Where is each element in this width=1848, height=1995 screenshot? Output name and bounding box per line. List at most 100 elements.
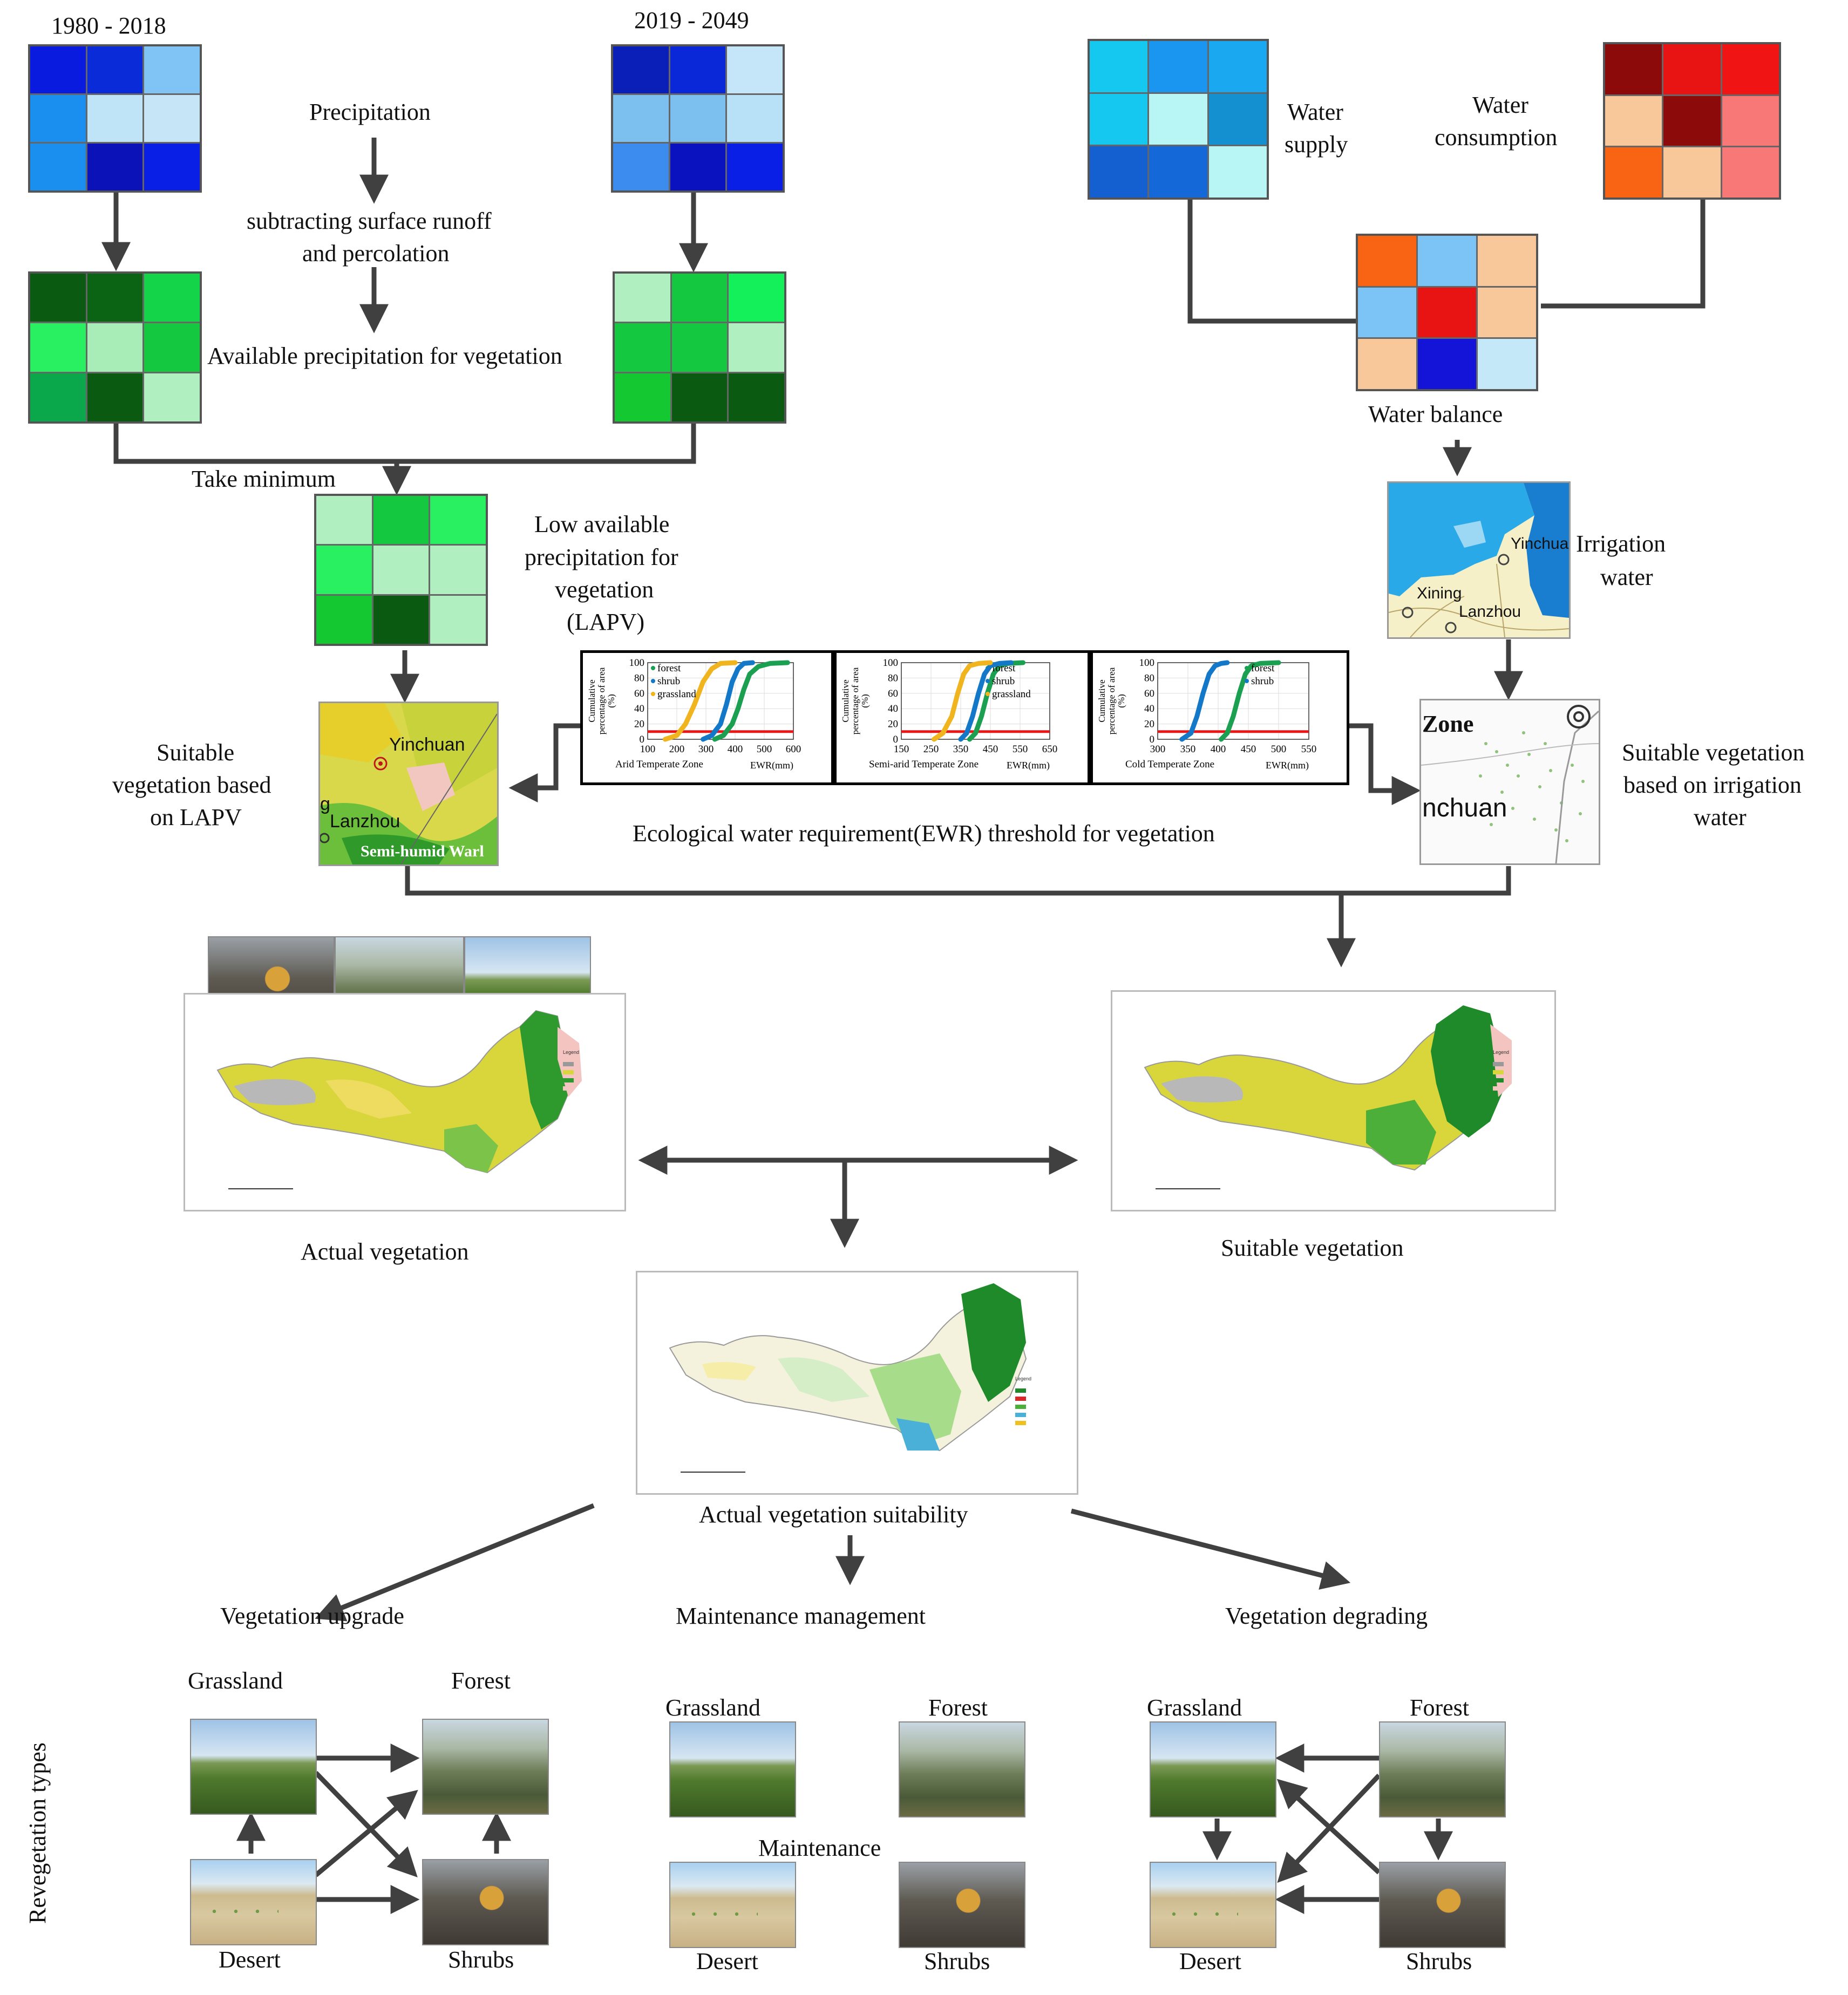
grid-cell xyxy=(87,274,143,322)
grid-cell xyxy=(1090,41,1148,92)
grid-cell xyxy=(727,46,783,93)
grid-cell xyxy=(430,496,486,544)
suitable-irr-label-1: Suitable vegetation xyxy=(1622,739,1805,766)
x-tick-label: 450 xyxy=(983,744,998,755)
lapv-map-shapes xyxy=(320,703,497,864)
y-axis-label: (%) xyxy=(606,694,616,707)
grid-cell xyxy=(1149,93,1207,145)
grid-cell xyxy=(144,144,200,190)
y-tick-label: 80 xyxy=(888,672,898,684)
maint-desert-label: Desert xyxy=(696,1948,758,1974)
grid-cell xyxy=(430,595,486,644)
revegetation-types-label: Revegetation types xyxy=(24,1742,51,1924)
legend-label-grassland: grassland xyxy=(657,689,696,700)
available-precip-label: Available precipitation for vegetation xyxy=(207,343,562,369)
x-tick-label: 550 xyxy=(1301,744,1317,755)
x-tick-label: 400 xyxy=(728,744,743,755)
grid-cell xyxy=(373,595,429,644)
percolation-label: and percolation xyxy=(302,240,450,267)
suitable-irr-label-2: based on irrigation xyxy=(1623,772,1802,798)
suitable-vegetation-label: Suitable vegetation xyxy=(1221,1235,1404,1261)
y-axis-label: percentage of area xyxy=(850,667,860,734)
grid-cell xyxy=(30,144,86,190)
series-line-shrub xyxy=(701,660,755,742)
grid-cell xyxy=(373,496,429,544)
lapv-label-2: precipitation for xyxy=(525,544,678,570)
y-tick-label: 0 xyxy=(640,734,645,745)
series-line-forest xyxy=(1219,660,1281,742)
grid-cell xyxy=(615,274,670,322)
x-tick-label: 500 xyxy=(757,744,772,755)
degrade-desert-label: Desert xyxy=(1179,1948,1241,1974)
water-supply-label-2: supply xyxy=(1285,131,1348,158)
upgrade-forest-photo xyxy=(422,1719,549,1815)
grid-cell xyxy=(1722,96,1779,146)
grid-cell xyxy=(144,95,200,142)
y-tick-label: 40 xyxy=(888,703,898,714)
grid-cell xyxy=(671,274,728,322)
upgrade-shrubs-label: Shrubs xyxy=(448,1946,514,1973)
grid-cell xyxy=(1090,146,1148,198)
arrow-grassland-to-shrubs xyxy=(314,1771,418,1878)
x-tick-label: 450 xyxy=(1241,744,1256,755)
grid-cell xyxy=(1208,41,1267,92)
grid-cell xyxy=(729,323,784,372)
maint-grassland-label: Grassland xyxy=(665,1694,760,1721)
maint-forest-label: Forest xyxy=(928,1694,988,1721)
grid-cell xyxy=(1663,96,1721,146)
suitable-irrigation-map: Zone nchuan xyxy=(1419,699,1600,865)
legend-marker-shrub xyxy=(651,679,655,683)
grid-cell xyxy=(1358,236,1416,286)
water-consumption-label-1: Water xyxy=(1472,92,1528,118)
legend-marker-grassland xyxy=(651,692,655,696)
actual-vegetation-shapes: Legend xyxy=(216,1010,582,1189)
lapv-map-fragment: g xyxy=(320,794,330,814)
suitable-lapv-label-3: on LAPV xyxy=(150,804,242,830)
lapv-label-3: vegetation xyxy=(555,576,654,603)
svg-text:Legend: Legend xyxy=(563,1050,579,1055)
grid-cell xyxy=(87,144,143,190)
y-tick-label: 80 xyxy=(1144,672,1154,684)
y-tick-label: 40 xyxy=(1144,703,1154,714)
grid-cell xyxy=(316,595,372,644)
y-tick-label: 100 xyxy=(629,657,645,669)
precipitation-label: Precipitation xyxy=(309,99,431,125)
grid-cell xyxy=(729,274,784,322)
grid-cell xyxy=(87,323,143,372)
grid-cell xyxy=(316,496,372,544)
irrigation-map-shapes xyxy=(1389,483,1569,637)
water-consumption-grid xyxy=(1603,42,1781,200)
x-tick-label: 300 xyxy=(698,744,714,755)
grid-cell xyxy=(1722,147,1779,198)
ewr-caption: Ecological water requirement(EWR) thresh… xyxy=(633,820,1215,847)
irrigation-water-map: Yinchua Xining Lanzhou xyxy=(1387,481,1571,639)
grid-cell xyxy=(144,46,200,93)
svg-text:Legend: Legend xyxy=(1493,1050,1509,1055)
water-consumption-label-2: consumption xyxy=(1435,124,1558,151)
water-supply-grid xyxy=(1088,39,1269,200)
precip-grid-2019 xyxy=(611,44,785,193)
grid-cell xyxy=(727,144,783,190)
x-tick-label: 350 xyxy=(953,744,969,755)
actual-suitability-map: Legend xyxy=(636,1271,1078,1495)
grid-cell xyxy=(1663,44,1721,94)
water-balance-label: Water balance xyxy=(1368,401,1503,427)
arrow-shrubs-to-grassland xyxy=(1276,1779,1381,1875)
grid-cell xyxy=(1149,146,1207,198)
y-tick-label: 60 xyxy=(634,688,644,699)
irr-suitable-zone: Zone xyxy=(1422,711,1474,737)
actual-suitability-label: Actual vegetation suitability xyxy=(699,1501,968,1528)
y-tick-label: 80 xyxy=(634,672,644,684)
grid-cell xyxy=(30,274,86,322)
grid-cell xyxy=(1605,96,1662,146)
grid-cell xyxy=(1722,44,1779,94)
legend-label-grassland: grassland xyxy=(992,689,1031,700)
maint-forest-photo xyxy=(899,1721,1025,1817)
degrade-grassland-photo xyxy=(1150,1721,1276,1817)
upgrade-desert-photo xyxy=(190,1859,317,1945)
series-line-forest xyxy=(712,660,790,742)
